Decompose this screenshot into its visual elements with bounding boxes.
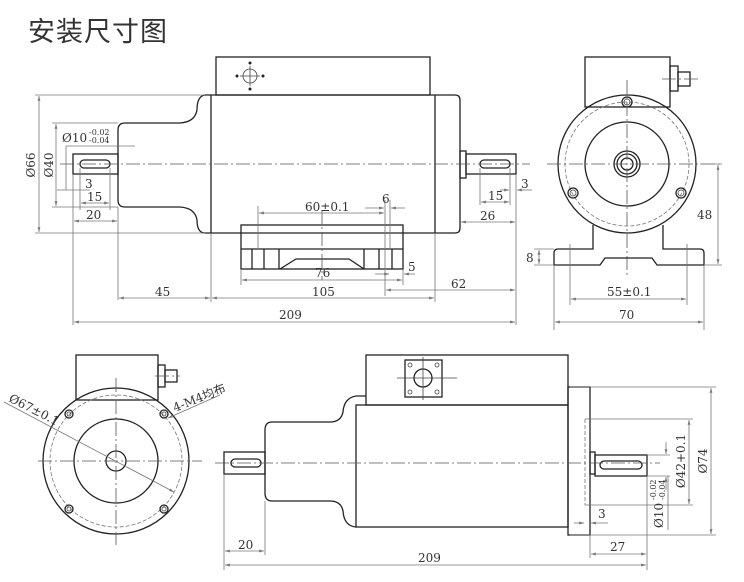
side-connector-housing xyxy=(584,56,671,108)
flange-view: Ø67±0.1 4-M4均布 xyxy=(3,354,228,545)
dim-shoulder-len: 45 xyxy=(155,285,170,299)
connector-icon xyxy=(235,61,265,91)
dim-od-shoulder: Ø40 xyxy=(42,152,56,177)
flange-bolt-holes xyxy=(64,409,169,514)
main-body xyxy=(210,94,461,234)
fs-connector-housing xyxy=(365,354,569,406)
dim-fs-shaft-tol-upper: -0.02 xyxy=(649,479,658,500)
fs-connector-icon xyxy=(397,357,457,400)
drawing-title: 安装尺寸图 xyxy=(28,17,168,48)
dim-right-key-len: 15 xyxy=(488,189,503,203)
dim-fs-right-shaft-len: 27 xyxy=(610,540,625,554)
dim-side-foot-holes: 55±0.1 xyxy=(607,285,651,299)
dim-total-front: 209 xyxy=(279,308,302,322)
dim-fs-shaft: Ø10 xyxy=(652,503,666,528)
dim-right-shaft-len: 26 xyxy=(480,209,495,223)
dim-right-key-offset: 3 xyxy=(521,177,529,191)
dim-body-len: 105 xyxy=(312,285,335,299)
dim-flange-holes: 4-M4均布 xyxy=(171,381,228,415)
dim-left-key-len: 15 xyxy=(87,190,102,204)
dim-left-shaft-len: 20 xyxy=(86,208,101,222)
dim-center-height: 48 xyxy=(697,208,712,222)
dim-left-key-offset: 3 xyxy=(85,177,93,191)
dim-left-shaft: Ø10 xyxy=(62,131,87,145)
dim-fs-total: 209 xyxy=(418,551,441,565)
dim-foot-end: 5 xyxy=(408,260,416,274)
dim-fs-flange-step: 3 xyxy=(598,507,606,521)
dim-right-len: 62 xyxy=(451,277,466,291)
dim-left-shaft-tol-upper: -0.02 xyxy=(89,128,110,137)
fs-left-shoulder xyxy=(264,395,366,528)
fs-flange xyxy=(567,386,591,536)
dim-fs-shaft-tol-lower: -0.04 xyxy=(658,479,667,500)
dim-foot-len: 76 xyxy=(315,266,330,280)
dim-side-foot-width: 70 xyxy=(619,308,634,322)
dim-left-shaft-tol-lower: -0.04 xyxy=(89,136,110,145)
fs-main-body xyxy=(355,404,569,528)
flange-side-view: 20 209 27 3 Ø74 Ø42+0.1 Ø10 -0.02 -0.04 xyxy=(215,354,716,570)
side-view: 48 8 55±0.1 70 xyxy=(526,56,722,330)
dim-foot-holes: 60±0.1 xyxy=(305,200,349,214)
mounting-foot xyxy=(240,224,404,270)
dim-flange-pcd: Ø67±0.1 xyxy=(7,391,62,428)
dim-foot-thickness: 8 xyxy=(526,251,534,265)
fs-right-shaft xyxy=(594,454,648,477)
dim-fs-left-shaft-len: 20 xyxy=(238,538,253,552)
dim-fs-spigot: Ø42+0.1 xyxy=(674,434,688,488)
dim-od-body: Ø66 xyxy=(24,152,38,177)
dim-fs-flange-od: Ø74 xyxy=(696,448,710,473)
side-mounting-foot xyxy=(553,225,705,266)
side-bolt-holes xyxy=(567,96,687,199)
front-view: Ø66 Ø40 Ø10 -0.02 -0.04 3 15 20 60±0.1 6… xyxy=(24,56,532,325)
dim-foot-slot: 6 xyxy=(382,192,390,206)
